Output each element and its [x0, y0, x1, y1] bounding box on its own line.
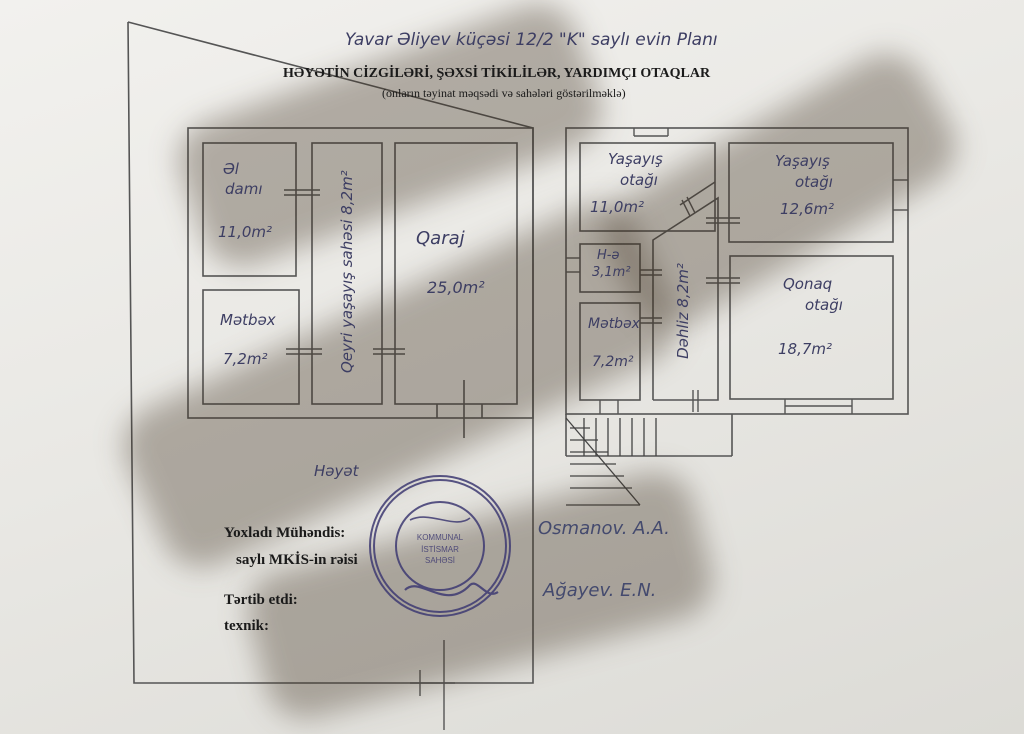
right-room-yasayis-1 [579, 142, 716, 232]
room-label: Yaşayış [775, 152, 830, 170]
room-area: 25,0m² [427, 278, 485, 297]
room-area: 11,0m² [590, 198, 645, 216]
compiled-by-label: Tərtib etdi: [224, 592, 298, 608]
right-building-outline [565, 127, 909, 415]
room-area: 7,2m² [223, 350, 268, 368]
room-label: H-ə [597, 248, 620, 263]
technician-label: texnik: [224, 618, 269, 634]
left-room-qaraj [394, 142, 518, 405]
left-room-metbex [202, 289, 300, 405]
left-room-qeyri [311, 142, 383, 405]
room-label: Qaraj [416, 228, 465, 249]
room-label: Qonaq [783, 275, 833, 293]
right-room-metbex [579, 302, 641, 401]
room-area: 12,6m² [780, 200, 835, 218]
yard-label: Həyət [314, 462, 359, 480]
left-building-outline [187, 127, 534, 419]
room-area: 3,1m² [592, 265, 631, 280]
page-title: HƏYƏTİN CİZGİLƏRİ, ŞƏXSİ TİKİLİLƏR, YARD… [283, 66, 711, 81]
room-area: 7,2m² [592, 354, 634, 370]
room-label: Əl [223, 160, 239, 178]
room-area: 11,0m² [218, 223, 273, 241]
stairs [565, 417, 657, 506]
stamp-text: KOMMUNAL [417, 533, 464, 542]
room-label: otağı [805, 296, 843, 314]
stamp-text: SAHƏSİ [425, 556, 455, 565]
room-label: damı [225, 180, 263, 198]
left-room-el-dami [202, 142, 297, 277]
right-room-qonaq [729, 255, 894, 400]
stamp-text: İSTİSMAR [421, 545, 459, 554]
checked-by-label: Yoxladı Mühəndis: [224, 525, 346, 541]
room-label: otağı [795, 173, 833, 191]
right-room-hamam [579, 243, 641, 293]
lot-boundary [127, 21, 534, 684]
room-label: Mətbəx [220, 311, 276, 329]
page-subtitle: (onların təyinat məqsədi və sahələri gös… [382, 86, 626, 100]
room-label: Mətbəx [588, 316, 640, 332]
room-label: Yaşayış [608, 150, 663, 168]
street-line: Yavar Əliyev küçəsi 12/2 "K" saylı evin … [345, 30, 718, 50]
room-area: 18,7m² [778, 340, 833, 358]
signature-agayev: Ağayev. E.N. [543, 580, 657, 601]
signature-osmanov: Osmanov. A.A. [538, 518, 670, 539]
right-room-dehliz [652, 196, 719, 401]
room-label: otağı [620, 171, 658, 189]
right-room-yasayis-2 [728, 142, 894, 243]
chief-label: saylı MKİS-in rəisi [236, 552, 358, 568]
